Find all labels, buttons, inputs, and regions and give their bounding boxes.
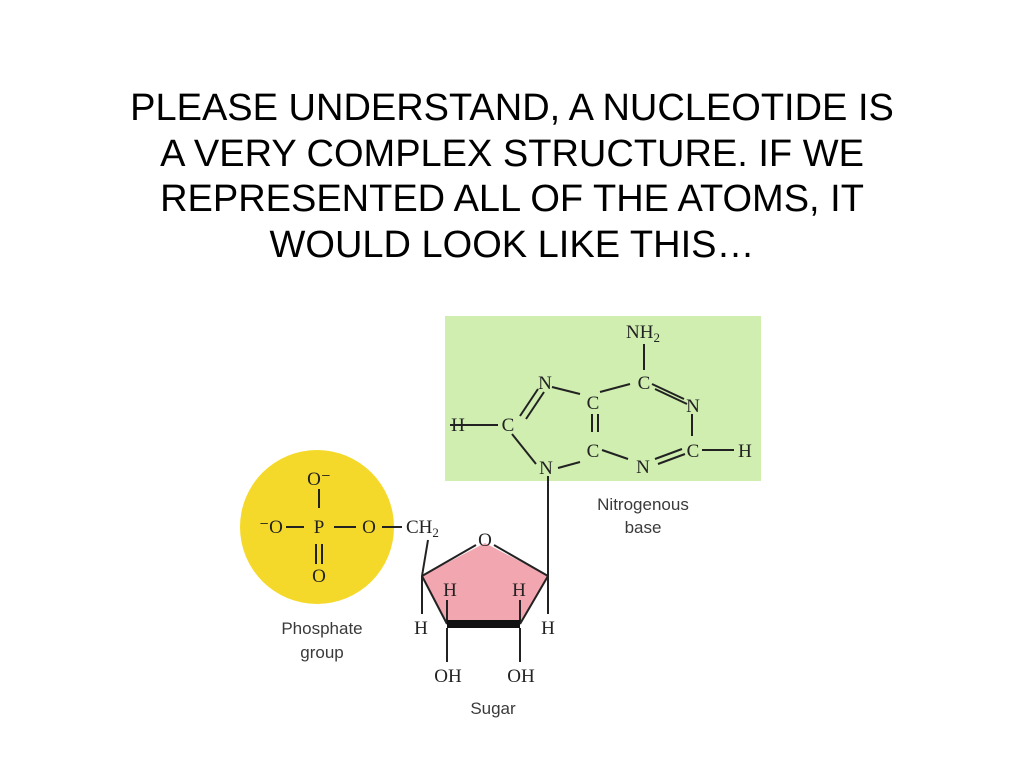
phosphate-group-circle (240, 450, 394, 604)
sugar-oh-left: OH (434, 666, 462, 687)
sugar-h-inner-right: H (512, 580, 526, 601)
title-line: A VERY COMPLEX STRUCTURE. IF WE (160, 132, 864, 175)
nucleotide-diagram: O⁻ ⁻O P O O CH2 O H H H H OH OH NH2 C N … (240, 314, 770, 729)
phosphate-o-bottom: O (312, 566, 326, 587)
phosphate-o-left: ⁻O (259, 517, 283, 538)
base-c2: C (687, 441, 700, 462)
base-h2: H (738, 441, 752, 462)
sugar-h-outer-left: H (414, 618, 428, 639)
sugar-h-inner-left: H (443, 580, 457, 601)
phosphate-p: P (314, 517, 325, 538)
base-caption-line-1: Nitrogenous (597, 495, 689, 514)
base-c8: C (502, 415, 515, 436)
title-line: PLEASE UNDERSTAND, A NUCLEOTIDE IS (130, 87, 894, 129)
base-nh2: NH2 (626, 322, 660, 345)
sugar-h-outer-right: H (541, 618, 555, 639)
phosphate-o-right: O (362, 517, 376, 538)
phosphate-o-top: O⁻ (307, 469, 331, 490)
sugar-ch2: CH2 (406, 517, 439, 540)
sugar-oh-right: OH (507, 666, 535, 687)
slide-title: PLEASE UNDERSTAND, A NUCLEOTIDE IS A VER… (30, 86, 994, 268)
phosphate-caption-line-1: Phosphate (281, 619, 362, 638)
base-n9: N (539, 458, 553, 479)
sugar-ring (422, 543, 548, 624)
title-line: REPRESENTED ALL OF THE ATOMS, IT (160, 178, 864, 221)
sugar-ring-oxygen: O (478, 530, 492, 551)
bond-lines (286, 344, 734, 662)
base-n3: N (636, 457, 650, 478)
base-caption-line-2: base (625, 518, 662, 537)
base-c5: C (587, 393, 600, 414)
base-c6: C (638, 373, 651, 394)
base-h8: H (451, 415, 465, 436)
sugar-caption: Sugar (470, 699, 516, 718)
phosphate-caption-line-2: group (300, 643, 343, 662)
nitrogenous-base-region (445, 316, 761, 481)
base-c4: C (587, 441, 600, 462)
title-line: WOULD LOOK LIKE THIS… (269, 223, 755, 266)
base-n7: N (538, 373, 552, 394)
base-n1: N (686, 396, 700, 417)
